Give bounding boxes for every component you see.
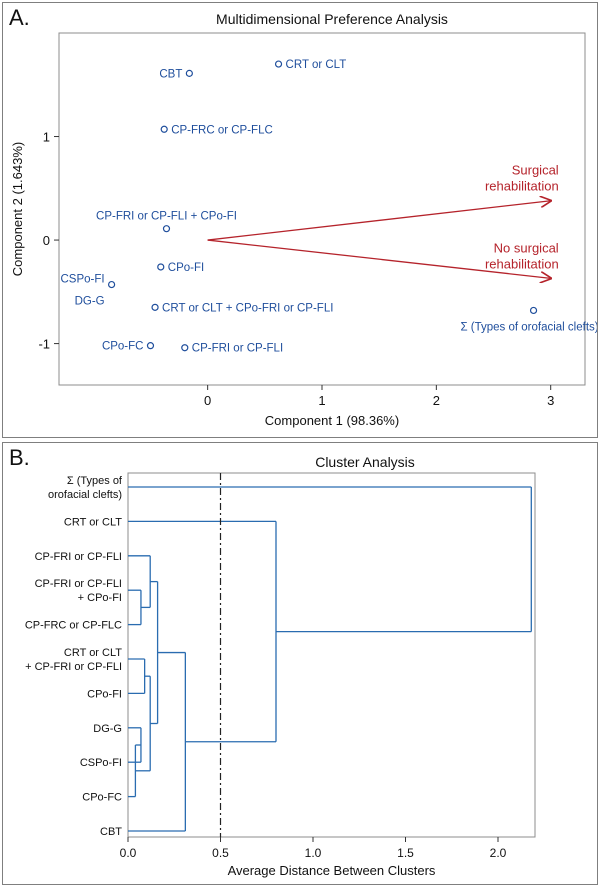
data-point xyxy=(107,280,116,289)
x-tick-label: 0.5 xyxy=(212,846,229,860)
data-point-label: CRT or CLT xyxy=(286,59,347,71)
leaf-label: CRT or CLT xyxy=(64,516,122,528)
vector-label: No surgical xyxy=(494,240,559,255)
y-tick-label: 0 xyxy=(43,233,50,248)
y-tick-label: 1 xyxy=(43,130,50,145)
vector-label: rehabilitation xyxy=(485,179,559,194)
data-point xyxy=(160,125,168,133)
leaf-label: + CP-FRI or CP-FLI xyxy=(25,661,122,673)
data-point xyxy=(162,225,171,233)
vector-label: rehabilitation xyxy=(485,256,559,271)
data-point-label: CPo-FC xyxy=(102,341,144,353)
x-tick-label: 1.5 xyxy=(397,846,414,860)
leaf-label: CP-FRC or CP-FLC xyxy=(25,620,122,632)
data-point-label: DG-G xyxy=(75,296,105,308)
leaf-label: Σ (Types of xyxy=(67,475,123,487)
leaf-label: CRT or CLT xyxy=(64,647,122,659)
leaf-label: CBT xyxy=(100,826,122,838)
leaf-label: CP-FRI or CP-FLI xyxy=(35,578,122,590)
x-tick-label: 0.0 xyxy=(120,846,137,860)
data-point xyxy=(185,69,193,77)
leaf-label: CP-FRI or CP-FLI xyxy=(35,551,122,563)
data-point-label: CSPo-FI xyxy=(61,274,105,286)
x-tick-label: 1.0 xyxy=(305,846,322,860)
data-point-label: CRT or CLT + CPo-FRI or CP-FLI xyxy=(162,302,333,314)
panel-b-letter: B. xyxy=(9,445,30,470)
plot-frame xyxy=(127,472,536,838)
data-point xyxy=(151,303,159,311)
data-point xyxy=(157,263,165,271)
data-point-label: CP-FRC or CP-FLC xyxy=(171,124,273,136)
data-point xyxy=(529,306,538,315)
preference-vector xyxy=(207,239,551,278)
x-tick-label: 3 xyxy=(547,393,554,408)
data-point xyxy=(146,342,155,350)
x-axis-label: Component 1 (98.36%) xyxy=(265,413,399,428)
data-point-label: Σ (Types of orofacial clefts) xyxy=(460,321,597,333)
panel-a: A. Multidimensional Preference Analysis 0… xyxy=(2,2,598,438)
x-tick-label: 1 xyxy=(318,393,325,408)
y-tick-label: -1 xyxy=(38,337,50,352)
data-point xyxy=(274,60,283,68)
preference-vector xyxy=(207,201,551,241)
data-point-label: CP-FRI or CP-FLI xyxy=(192,343,283,355)
vector-label: Surgical xyxy=(512,163,559,178)
x-axis-label: Average Distance Between Clusters xyxy=(228,863,436,878)
panel-a-letter: A. xyxy=(9,5,30,30)
leaf-label: orofacial clefts) xyxy=(48,489,122,501)
leaf-label: + CPo-FI xyxy=(78,592,122,604)
leaf-label: CPo-FC xyxy=(82,792,122,804)
data-point-label: CP-FRI or CP-FLI + CPo-FI xyxy=(96,211,237,223)
data-point-label: CBT xyxy=(159,68,182,80)
x-tick-label: 0 xyxy=(204,393,211,408)
y-axis-label: Component 2 (1.643%) xyxy=(10,142,25,276)
x-tick-label: 2.0 xyxy=(490,846,507,860)
chart-title: Multidimensional Preference Analysis xyxy=(216,11,448,27)
leaf-label: CSPo-FI xyxy=(80,757,122,769)
data-point-label: CPo-FI xyxy=(168,262,204,274)
leaf-label: CPo-FI xyxy=(87,688,122,700)
mdpref-plot: Multidimensional Preference Analysis 0 1 2 3… xyxy=(10,11,597,428)
leaf-label: DG-G xyxy=(93,723,122,735)
chart-title: Cluster Analysis xyxy=(315,454,415,470)
data-point xyxy=(181,344,189,352)
x-tick-label: 2 xyxy=(433,393,440,408)
